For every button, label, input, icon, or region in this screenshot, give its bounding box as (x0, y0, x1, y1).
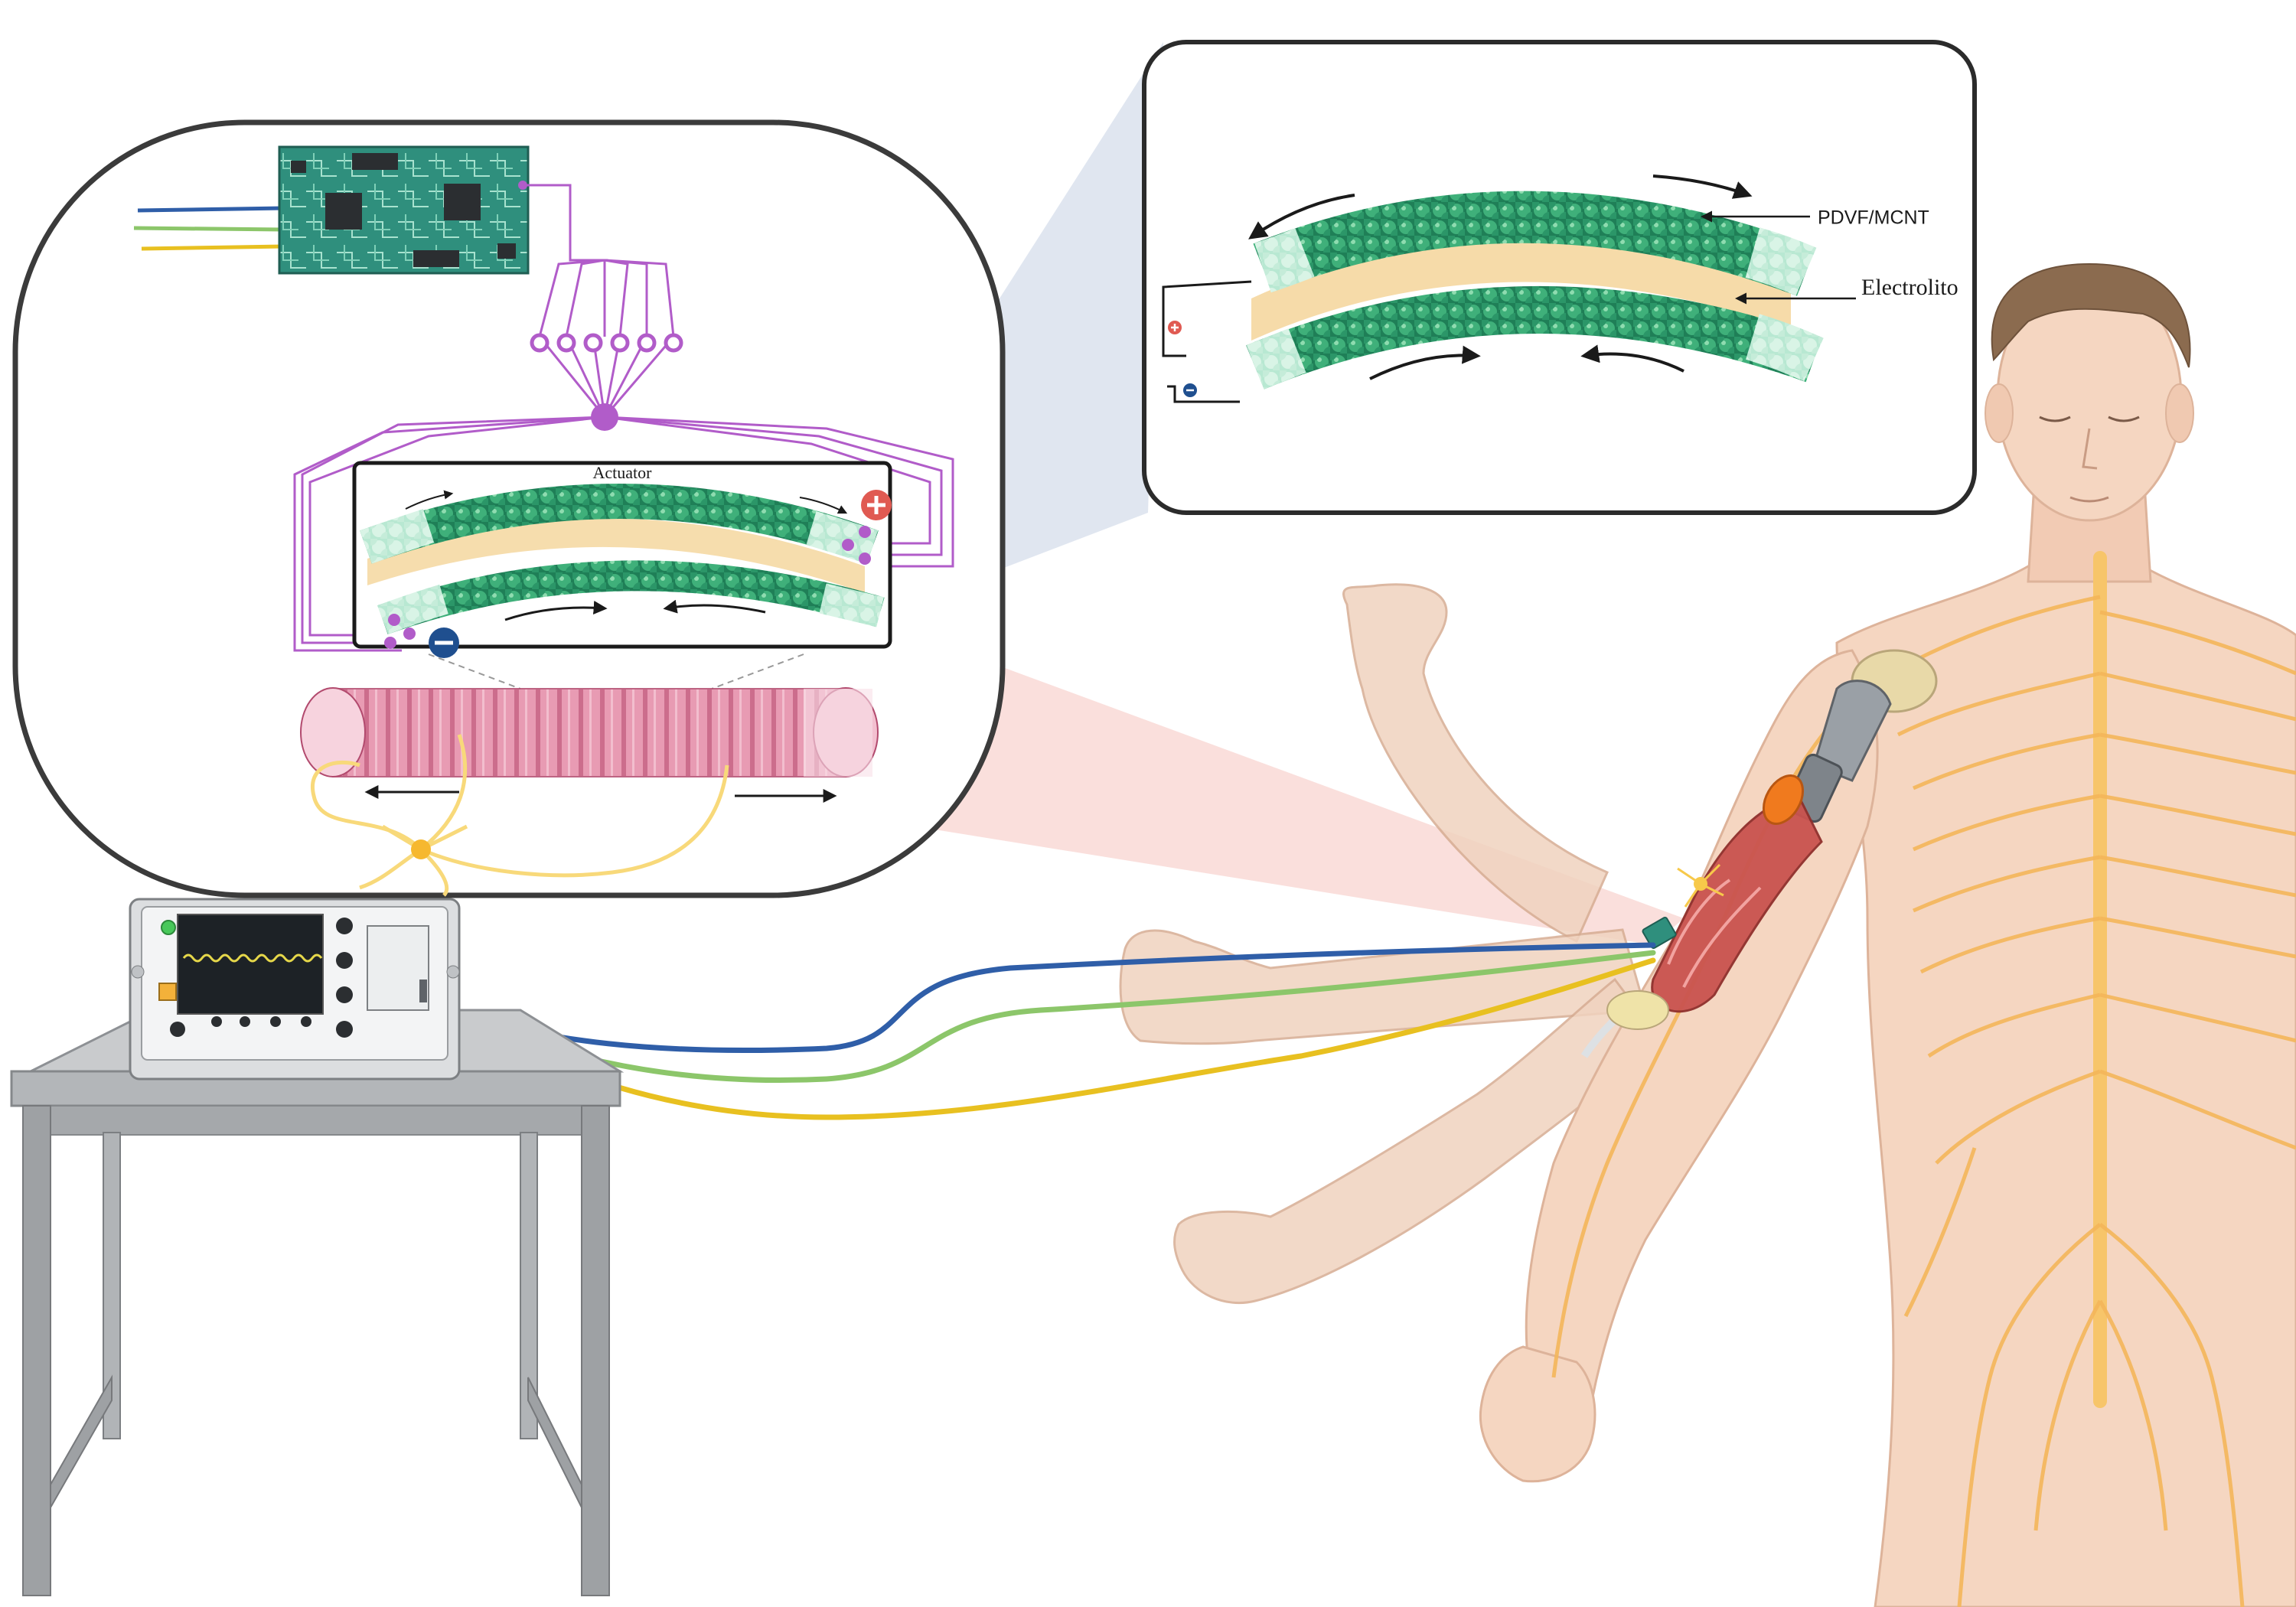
knob-7[interactable] (240, 1016, 250, 1027)
purple-nodes (530, 333, 683, 353)
ear-left (1985, 383, 2014, 443)
knob-5[interactable] (170, 1022, 185, 1037)
pdvf-top-fiber (1253, 191, 1816, 296)
positive-terminal-icon (861, 490, 892, 520)
hair (1991, 262, 2191, 368)
purple-contact-dots (384, 526, 871, 649)
ghost-arm-raised (1342, 583, 1609, 944)
pcb-wire-blue (137, 206, 284, 213)
actuator-label: Actuator (593, 463, 653, 482)
eye-left (2039, 416, 2071, 422)
oscilloscope-screen (177, 914, 324, 1015)
knob-8[interactable] (270, 1016, 281, 1027)
human-figure (1119, 262, 2296, 1607)
pcb-wire-green (133, 226, 284, 232)
spinal-cord (2093, 551, 2107, 1408)
power-led (161, 920, 176, 935)
guide-line-left (428, 654, 521, 689)
peripheral-nerves (1551, 595, 2296, 1607)
ghost-arm-horizontal (1119, 928, 1647, 1045)
power-button[interactable] (158, 983, 177, 1001)
actuator-detail (1246, 191, 1824, 390)
arm-muscle (1580, 774, 1823, 1058)
pdvf-bottom-fiber (1246, 286, 1822, 390)
signal-wires (452, 942, 1656, 1120)
ear-right (2165, 383, 2194, 443)
purple-circuit (293, 184, 954, 652)
wire-yellow (452, 957, 1656, 1120)
pcb-wire-yellow (141, 244, 284, 251)
knob-1[interactable] (336, 918, 353, 934)
lab-table (10, 1009, 625, 1596)
pcb-board (133, 145, 530, 275)
detail-positive-icon (1168, 321, 1182, 334)
mouth (2069, 496, 2109, 503)
negative-terminal-icon (429, 627, 459, 658)
knob-9[interactable] (301, 1016, 311, 1027)
wire-green (452, 950, 1656, 1083)
main-hand (1479, 1345, 1596, 1483)
knob-3[interactable] (336, 986, 353, 1003)
muscle-fiber (300, 687, 879, 777)
pdvf-mcnt-label: PDVF/MCNT (1818, 207, 1929, 229)
knob-4[interactable] (336, 1021, 353, 1038)
neuron-soma (411, 839, 431, 859)
motion-arrows (1248, 174, 1753, 380)
nose (2082, 428, 2098, 470)
printer-slot (367, 925, 429, 1011)
wire-blue (452, 942, 1656, 1054)
actuator-small (360, 484, 885, 634)
oscilloscope-waveform (182, 953, 323, 963)
detail-negative-icon (1183, 383, 1197, 397)
actuator-small-bottom-fiber (377, 560, 885, 634)
eye-right (2108, 416, 2140, 422)
guide-line-right (711, 654, 804, 689)
actuator-small-top-fiber (360, 484, 879, 564)
knob-6[interactable] (211, 1016, 222, 1027)
knob-2[interactable] (336, 952, 353, 969)
purple-hub (591, 403, 618, 431)
oscilloscope (129, 898, 461, 1081)
electrolito-label: Electrolito (1861, 275, 1958, 300)
circuit-leads (1162, 280, 1252, 403)
